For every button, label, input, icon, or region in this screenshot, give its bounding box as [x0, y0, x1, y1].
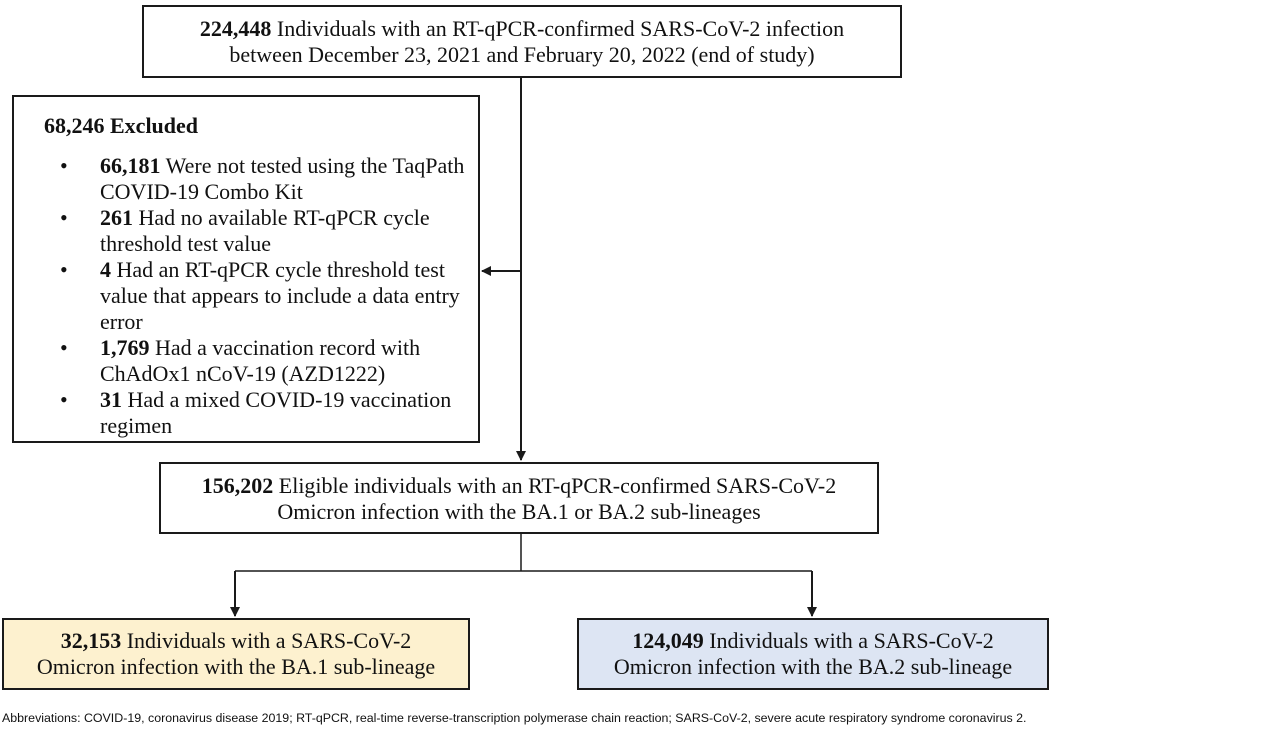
exclusion-item: • 31 Had a mixed COVID-19 vaccination reg… — [44, 387, 478, 439]
ba2-text: Individuals with a SARS-CoV-2 — [703, 628, 994, 653]
exclusion-item: • 1,769 Had a vaccination record with ChA… — [44, 335, 478, 387]
exclusion-item: • 261 Had no available RT-qPCR cycle thre… — [44, 205, 478, 257]
eligible-line2: Omicron infection with the BA.1 or BA.2 … — [277, 499, 761, 524]
exclusion-text: Had a vaccination record with ChAdOx1 nC… — [100, 335, 421, 386]
ba2-count: 124,049 — [632, 628, 704, 653]
ba1-line1: 32,153 Individuals with a SARS-CoV-2 — [4, 628, 468, 654]
exclusion-item: • 66,181 Were not tested using the TaqPat… — [44, 153, 478, 205]
ba2-line1: 124,049 Individuals with a SARS-CoV-2 — [579, 628, 1047, 654]
eligible-individuals-box: 156,202 Eligible individuals with an RT-… — [159, 462, 879, 534]
bullet-icon: • — [60, 387, 68, 412]
total-infections-count: 224,448 — [199, 16, 272, 41]
exclusion-text: Had no available RT-qPCR cycle threshold… — [100, 205, 430, 256]
total-infections-box: 224,448 Individuals with an RT-qPCR-conf… — [142, 5, 902, 78]
eligible-count: 156,202 — [201, 473, 274, 498]
exclusion-count: 4 — [100, 257, 111, 282]
total-infections-text: Individuals with an RT-qPCR-confirmed SA… — [271, 16, 845, 41]
exclusion-count: 261 — [100, 205, 133, 230]
exclusion-reasons-list: • 66,181 Were not tested using the TaqPat… — [44, 153, 478, 439]
ba1-sublineage-box: 32,153 Individuals with a SARS-CoV-2 Omi… — [2, 618, 470, 690]
exclusion-count: 1,769 — [100, 335, 150, 360]
abbreviations-footnote: Abbreviations: COVID-19, coronavirus dis… — [2, 711, 1027, 725]
excluded-box: 68,246 Excluded • 66,181 Were not tested … — [12, 95, 480, 443]
exclusion-count: 31 — [100, 387, 122, 412]
total-infections-line2: between December 23, 2021 and February 2… — [229, 42, 815, 67]
bullet-icon: • — [60, 153, 68, 178]
ba2-line2: Omicron infection with the BA.2 sub-line… — [613, 654, 1013, 679]
eligible-text: Eligible individuals with an RT-qPCR-con… — [273, 473, 837, 498]
total-infections-line1: 224,448 Individuals with an RT-qPCR-conf… — [144, 16, 900, 42]
exclusion-item: • 4 Had an RT-qPCR cycle threshold test v… — [44, 257, 478, 335]
eligible-line1: 156,202 Eligible individuals with an RT-… — [161, 473, 877, 499]
exclusion-text: Had a mixed COVID-19 vaccination regimen — [100, 387, 452, 438]
exclusion-text: Had an RT-qPCR cycle threshold test valu… — [100, 257, 460, 334]
ba1-count: 32,153 — [60, 628, 122, 653]
ba1-text: Individuals with a SARS-CoV-2 — [121, 628, 412, 653]
exclusion-text: Were not tested using the TaqPath COVID-… — [100, 153, 465, 204]
exclusion-count: 66,181 — [100, 153, 161, 178]
bullet-icon: • — [60, 335, 68, 360]
ba1-line2: Omicron infection with the BA.1 sub-line… — [36, 654, 436, 679]
excluded-title: 68,246 Excluded — [44, 113, 199, 138]
bullet-icon: • — [60, 257, 68, 282]
ba2-sublineage-box: 124,049 Individuals with a SARS-CoV-2 Om… — [577, 618, 1049, 690]
bullet-icon: • — [60, 205, 68, 230]
